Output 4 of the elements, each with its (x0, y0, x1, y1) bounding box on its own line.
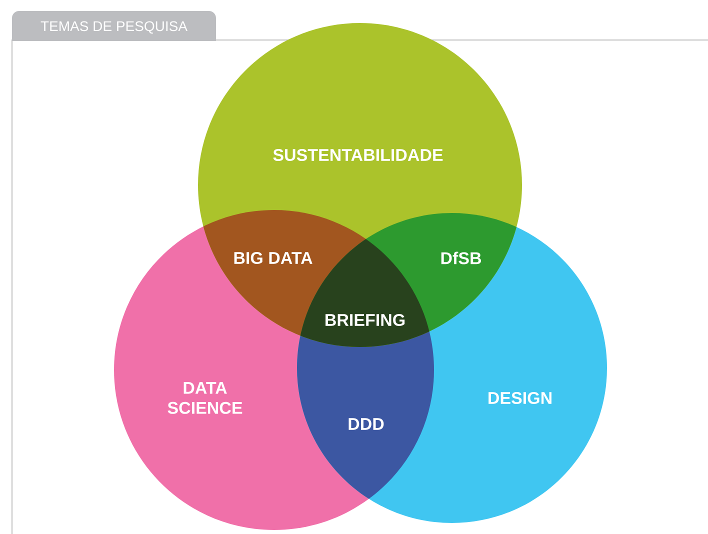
overlap-label: DfSB (441, 252, 482, 264)
tab-heading: TEMAS DE PESQUISA (12, 11, 216, 41)
overlap-label: DDD (348, 418, 384, 430)
overlap-label: BRIEFING (326, 314, 405, 326)
